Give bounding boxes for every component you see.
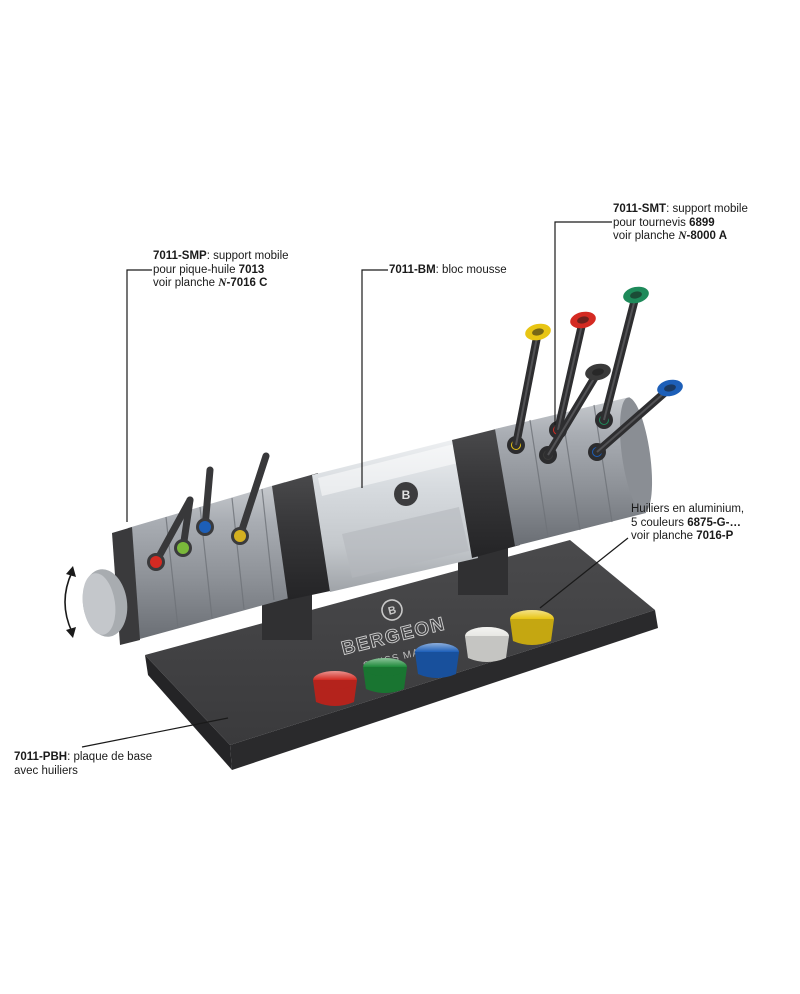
pbh-code: 7011-PBH bbox=[14, 751, 68, 763]
smt-line2: pour tournevis bbox=[613, 216, 690, 229]
oilers-ref: 6875-G-… bbox=[687, 516, 741, 529]
smp-n: N bbox=[218, 277, 227, 289]
oiler-cup bbox=[465, 627, 509, 662]
screwdrivers bbox=[507, 286, 683, 464]
screwdriver bbox=[595, 286, 649, 429]
glass-logo-badge bbox=[394, 482, 418, 506]
screwdriver bbox=[588, 379, 683, 461]
smp-line3: voir planche bbox=[153, 277, 219, 289]
smt-code: 7011-SMT bbox=[613, 203, 667, 215]
cylinder-assembly: B bbox=[82, 397, 653, 645]
callout-smt: 7011-SMT: support mobile pour tournevis … bbox=[613, 203, 748, 244]
oil-picker bbox=[231, 452, 270, 545]
smp-desc: : support mobile bbox=[206, 250, 289, 262]
pbh-line2: avec huiliers bbox=[14, 764, 78, 777]
callout-oilers: Huiliers en aluminium, 5 couleurs 6875-G… bbox=[631, 503, 744, 544]
oiler-cup bbox=[415, 643, 459, 678]
oilers-line2: 5 couleurs bbox=[631, 516, 688, 529]
smt-desc: : support mobile bbox=[666, 203, 748, 215]
oil-picker bbox=[174, 496, 194, 557]
leader-lines bbox=[81, 221, 629, 748]
screwdriver bbox=[539, 363, 611, 464]
smt-planche: -8000 A bbox=[686, 230, 728, 242]
oil-pickers bbox=[147, 452, 270, 571]
smp-line2: pour pique-huile bbox=[153, 263, 239, 276]
rotation-arrow-icon bbox=[64, 566, 76, 638]
bm-desc: : bloc mousse bbox=[435, 264, 507, 276]
base-logo-letter: B bbox=[387, 604, 398, 618]
oilers-line1: Huiliers en aluminium, bbox=[631, 503, 745, 515]
smt-ref: 6899 bbox=[689, 216, 715, 229]
glass-logo-letter: B bbox=[402, 488, 411, 502]
oiler-cup bbox=[313, 671, 357, 706]
oil-picker bbox=[147, 496, 194, 571]
smp-planche: -7016 C bbox=[226, 277, 268, 289]
oiler-cup bbox=[363, 658, 407, 693]
bm-code: 7011-BM bbox=[389, 264, 436, 276]
oilers-line3: voir planche bbox=[631, 530, 697, 542]
oil-picker bbox=[196, 466, 214, 536]
oiler-cups bbox=[313, 610, 554, 706]
smp-ref: 7013 bbox=[238, 263, 265, 276]
base-plate bbox=[145, 540, 658, 770]
screwdriver bbox=[549, 311, 596, 439]
pbh-desc: : plaque de base bbox=[67, 751, 153, 763]
callout-bm: 7011-BM: bloc mousse bbox=[389, 264, 507, 278]
smt-n: N bbox=[678, 230, 687, 242]
oiler-cup bbox=[510, 610, 554, 645]
callout-smp: 7011-SMP: support mobile pour pique-huil… bbox=[153, 250, 289, 291]
callout-pbh: 7011-PBH: plaque de base avec huiliers bbox=[14, 751, 152, 778]
oilers-planche: 7016-P bbox=[696, 530, 734, 542]
smp-code: 7011-SMP bbox=[153, 250, 207, 262]
smt-line3: voir planche bbox=[613, 230, 679, 242]
screwdriver bbox=[507, 323, 551, 454]
